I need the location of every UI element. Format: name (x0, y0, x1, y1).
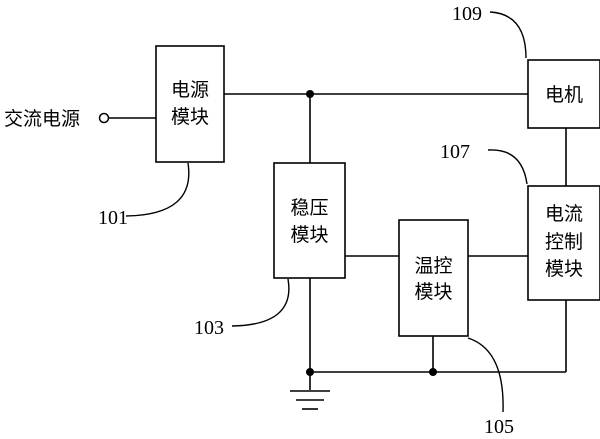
temp-control-label-1: 温控 (414, 255, 452, 277)
temp-control-label-2: 模块 (414, 281, 452, 303)
input-terminal (98, 112, 110, 124)
ref-103: 103 (194, 317, 224, 339)
motor-label: 电机 (545, 84, 583, 106)
temp-control-module: 温控 模块 (398, 219, 469, 337)
leader-105 (467, 337, 504, 413)
junction-dot-bottom-left (306, 368, 314, 376)
motor-block: 电机 (527, 59, 600, 129)
junction-dot-top (306, 90, 314, 98)
leader-103 (231, 278, 290, 327)
leader-109 (489, 11, 527, 59)
current-control-label-2: 控制 (545, 231, 583, 253)
power-module: 电源 模块 (155, 45, 225, 163)
ref-107: 107 (440, 141, 470, 163)
regulator-module: 稳压 模块 (273, 162, 346, 279)
leader-101 (125, 162, 190, 217)
power-module-label-2: 模块 (171, 106, 209, 128)
regulator-label-1: 稳压 (290, 197, 328, 219)
regulator-label-2: 模块 (290, 224, 328, 246)
current-control-label-1: 电流 (545, 203, 583, 225)
leader-lines (125, 11, 528, 413)
ref-101: 101 (98, 207, 128, 229)
ref-105: 105 (484, 416, 514, 438)
ground-symbol (290, 390, 330, 410)
current-control-label-3: 模块 (545, 258, 583, 280)
power-module-label-1: 电源 (171, 79, 209, 101)
current-control-module: 电流 控制 模块 (527, 185, 600, 301)
ac-power-label: 交流电源 (4, 108, 80, 130)
junction-dot-bottom-mid (429, 368, 437, 376)
leader-107 (487, 149, 528, 185)
ref-109: 109 (452, 3, 482, 25)
